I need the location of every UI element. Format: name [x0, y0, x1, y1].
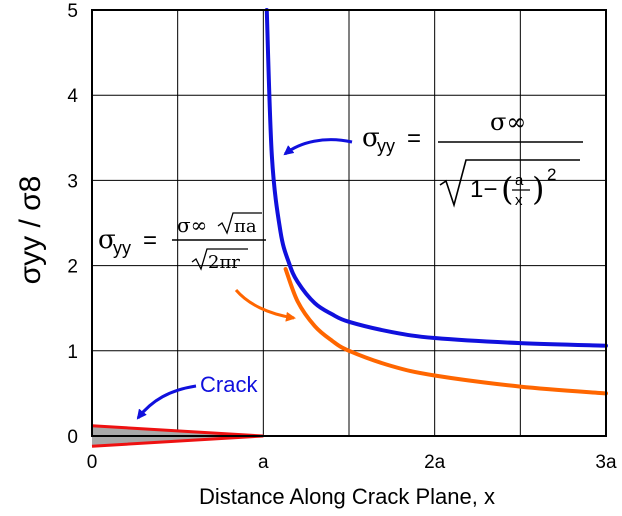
exact-stress-curve: [264, 8, 608, 348]
exact-frac-num: a: [515, 172, 524, 189]
near-tip-stress-curve: [283, 267, 608, 396]
y-tick-label: 2: [67, 257, 78, 278]
crack-label: Crack: [200, 372, 258, 397]
approx-num-radical: [217, 212, 262, 235]
gridlines: [91, 9, 607, 437]
crack-arrow: [136, 384, 197, 420]
exact-exponent: 2: [547, 165, 556, 184]
exact-equation-arrow: [283, 138, 353, 156]
x-tick-label: 0: [87, 452, 98, 473]
series-lines: [264, 8, 608, 396]
y-tick-label: 0: [67, 427, 78, 448]
approx-lhs-sigma: σ: [98, 225, 116, 255]
approx-den-root: 2πr: [208, 252, 240, 273]
x-tick-label: 3a: [595, 452, 617, 473]
near-tip-equation-arrow: [234, 289, 296, 322]
exact-lhs-sub: yy: [377, 136, 395, 156]
exact-radical: [439, 159, 580, 208]
exact-paren-open: (: [501, 170, 513, 208]
approx-equals: =: [143, 227, 157, 254]
y-tick-labels: 0 1 2 3 4 5: [67, 1, 78, 448]
x-tick-label: a: [258, 452, 269, 473]
exact-numerator: σ∞: [490, 108, 526, 136]
y-tick-label: 1: [67, 342, 78, 363]
exact-stress-equation: σ yy = σ∞ 1− ( a x ) 2: [362, 108, 583, 209]
near-tip-stress-equation: σ yy = σ∞ πa 2πr: [98, 212, 266, 273]
x-tick-labels: 0 a 2a 3a: [87, 452, 617, 473]
approx-num-sigma: σ∞: [177, 213, 207, 237]
exact-lhs-sigma: σ: [362, 123, 380, 153]
x-tick-label: 2a: [424, 452, 446, 473]
exact-paren-close: ): [532, 170, 544, 208]
y-axis-title: σyy / σ8: [14, 176, 47, 285]
y-tick-label: 5: [67, 1, 78, 22]
approx-lhs-sub: yy: [113, 238, 131, 258]
y-tick-label: 3: [67, 171, 78, 192]
x-axis-title: Distance Along Crack Plane, x: [199, 484, 495, 509]
approx-den-radical: [191, 248, 248, 271]
exact-frac-den: x: [515, 192, 523, 209]
y-tick-label: 4: [67, 86, 78, 107]
plot-frame: [91, 9, 607, 437]
exact-equals: =: [407, 125, 421, 152]
approx-num-root: πa: [234, 216, 257, 237]
exact-one-minus: 1−: [470, 176, 497, 203]
